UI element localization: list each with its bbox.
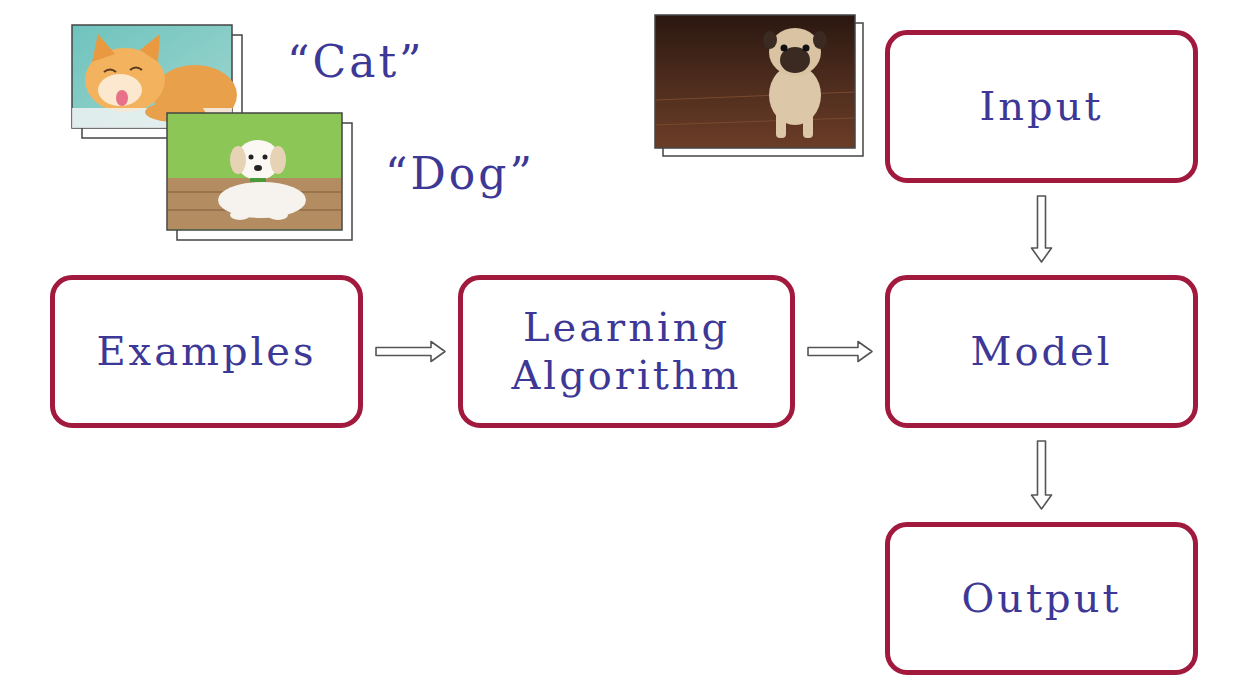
box-content: Learning Algorithm	[463, 304, 790, 398]
block-arrow	[1032, 196, 1052, 262]
block-arrow	[808, 342, 872, 362]
process-box: Input	[885, 30, 1198, 183]
class-label: “Dog”	[385, 150, 535, 198]
box-label: Input	[965, 83, 1117, 130]
process-box: Examples	[50, 275, 363, 428]
pug-photo	[655, 15, 863, 156]
dog-photo	[167, 113, 352, 240]
box-label: Learning Algorithm	[463, 304, 790, 398]
process-box: Model	[885, 275, 1198, 428]
block-arrow	[1032, 441, 1052, 509]
class-label: “Cat”	[287, 38, 425, 86]
box-label: Output	[947, 575, 1135, 622]
process-box: Output	[885, 522, 1198, 675]
box-content: Examples	[82, 328, 330, 375]
box-content: Output	[947, 575, 1135, 622]
box-content: Model	[956, 328, 1126, 375]
box-label: Model	[956, 328, 1126, 375]
block-arrow	[376, 342, 445, 362]
process-box: Learning Algorithm	[458, 275, 795, 428]
box-label: Examples	[82, 328, 330, 375]
box-content: Input	[965, 83, 1117, 130]
